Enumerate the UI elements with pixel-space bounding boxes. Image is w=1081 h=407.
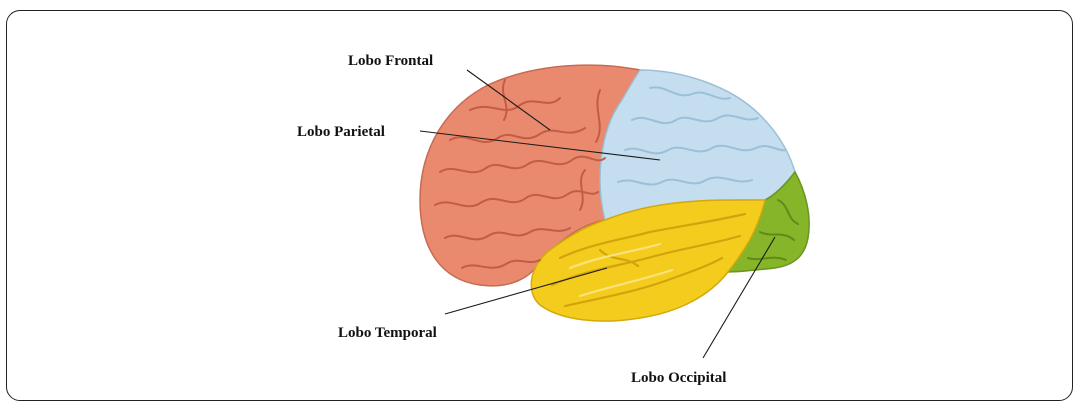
parietal-lobe-label: Lobo Parietal [297,124,385,140]
temporal-lobe-label: Lobo Temporal [338,325,437,341]
frontal-lobe-label: Lobo Frontal [348,53,433,69]
occipital-lobe-label: Lobo Occipital [631,370,726,386]
